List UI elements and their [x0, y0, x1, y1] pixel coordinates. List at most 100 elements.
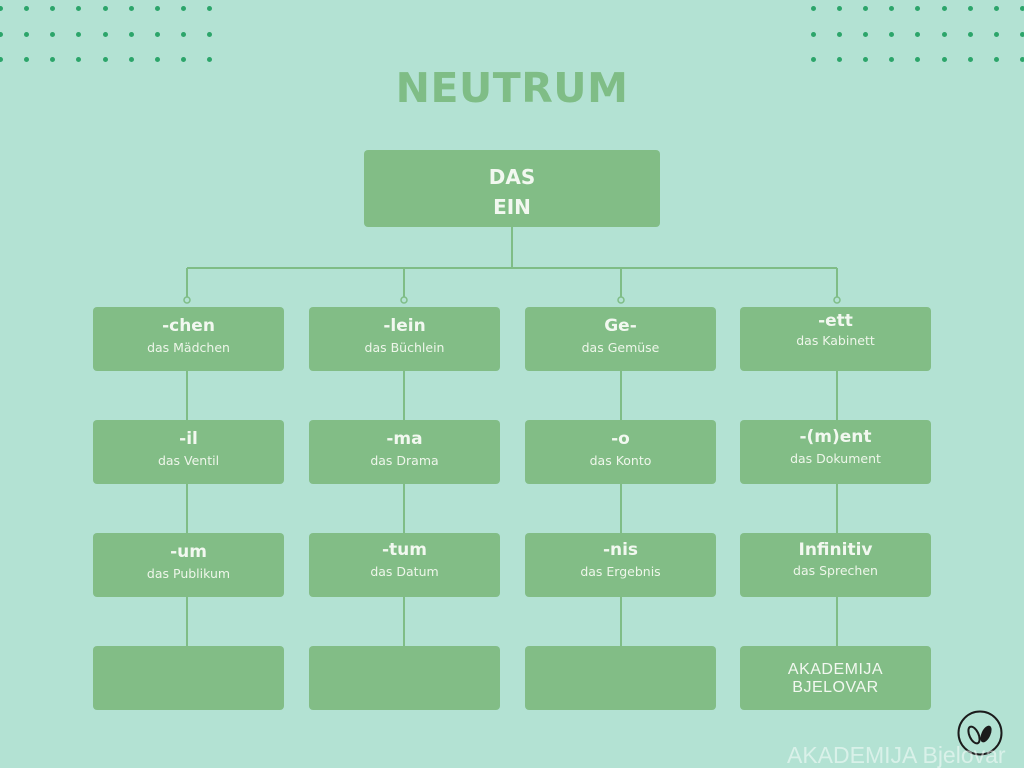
- decorative-dot: [23, 31, 29, 37]
- node-lein: -lein das Büchlein: [309, 307, 500, 371]
- node-suffix: -(m)ent: [799, 427, 872, 447]
- node-suffix: Ge-: [604, 316, 637, 336]
- node-example: das Ergebnis: [580, 564, 661, 579]
- decorative-dot: [1019, 56, 1024, 62]
- brand-line-akademija: AKADEMIJA: [787, 661, 884, 678]
- node-suffix: -ett: [818, 311, 853, 331]
- decorative-dot: [0, 31, 3, 37]
- decorative-dot: [810, 56, 816, 62]
- node-example: das Datum: [370, 564, 439, 579]
- node-nis: -nis das Ergebnis: [525, 533, 716, 597]
- watermark-text: AKADEMIJA Bjelovar: [787, 742, 1006, 768]
- decorative-dot: [888, 56, 894, 62]
- root-line-das: DAS: [488, 165, 536, 189]
- branch-endpoint-circle: [833, 296, 841, 304]
- decorative-dot: [888, 31, 894, 37]
- node-ett: -ett das Kabinett: [740, 307, 931, 371]
- node-suffix: -il: [179, 429, 198, 449]
- node-ge: Ge- das Gemüse: [525, 307, 716, 371]
- root-line-ein: EIN: [493, 195, 531, 219]
- decorative-dot: [75, 31, 81, 37]
- akademija-leaf-logo-icon: [957, 710, 1003, 756]
- node-suffix: -nis: [602, 540, 639, 560]
- node-chen: -chen das Mädchen: [93, 307, 284, 371]
- decorative-dot: [914, 56, 920, 62]
- decorative-dot: [23, 56, 29, 62]
- node-example: das Mädchen: [147, 340, 230, 355]
- node-tum: -tum das Datum: [309, 533, 500, 597]
- node-il: -il das Ventil: [93, 420, 284, 484]
- node-example: das Sprechen: [793, 563, 878, 578]
- decorative-dot: [180, 56, 186, 62]
- decorative-dot: [206, 31, 212, 37]
- decorative-dot: [941, 56, 947, 62]
- node-example: das Konto: [589, 453, 652, 468]
- node-example: das Drama: [370, 453, 439, 468]
- decorative-dot: [810, 5, 816, 11]
- decorative-dot: [128, 5, 134, 11]
- decorative-dot: [993, 5, 999, 11]
- decorative-dot: [102, 31, 108, 37]
- node-brand-akademija-bjelovar: AKADEMIJA BJELOVAR: [740, 646, 931, 710]
- decorative-dot: [180, 31, 186, 37]
- decorative-dot: [102, 56, 108, 62]
- node-suffix: -um: [170, 542, 207, 562]
- decorative-dot: [836, 56, 842, 62]
- node-o: -o das Konto: [525, 420, 716, 484]
- decorative-dot: [888, 5, 894, 11]
- decorative-dot: [154, 31, 160, 37]
- node-empty-col2: [309, 646, 500, 710]
- root-node-das-ein: DAS EIN: [364, 150, 660, 227]
- decorative-dot: [836, 31, 842, 37]
- node-suffix: -tum: [382, 540, 427, 560]
- decorative-dot: [206, 5, 212, 11]
- decorative-dot: [941, 31, 947, 37]
- decorative-dot: [941, 5, 947, 11]
- node-suffix: -lein: [383, 316, 426, 336]
- node-suffix: -chen: [162, 316, 215, 336]
- branch-endpoint-circle: [400, 296, 408, 304]
- branch-endpoint-circle: [183, 296, 191, 304]
- decorative-dot: [914, 31, 920, 37]
- node-suffix: -o: [611, 429, 630, 449]
- decorative-dot: [836, 5, 842, 11]
- decorative-dot: [75, 5, 81, 11]
- decorative-dot: [993, 31, 999, 37]
- decorative-dot: [49, 56, 55, 62]
- decorative-dot: [993, 56, 999, 62]
- node-infinitiv: Infinitiv das Sprechen: [740, 533, 931, 597]
- decorative-dot: [914, 5, 920, 11]
- decorative-dot: [23, 5, 29, 11]
- decorative-dot: [49, 5, 55, 11]
- decorative-dot: [967, 56, 973, 62]
- node-example: das Ventil: [157, 453, 220, 468]
- decorative-dot: [180, 5, 186, 11]
- node-empty-col1: [93, 646, 284, 710]
- page-title: NEUTRUM: [395, 64, 629, 112]
- decorative-dot: [128, 31, 134, 37]
- decorative-dot: [862, 56, 868, 62]
- decorative-dot: [967, 5, 973, 11]
- node-empty-col3: [525, 646, 716, 710]
- node-example: das Kabinett: [796, 333, 875, 348]
- decorative-dot: [810, 31, 816, 37]
- brand-line-bjelovar: BJELOVAR: [792, 679, 879, 696]
- node-um: -um das Publikum: [93, 533, 284, 597]
- decorative-dot: [1019, 5, 1024, 11]
- node-example: das Dokument: [790, 451, 881, 466]
- decorative-dot: [128, 56, 134, 62]
- decorative-dot: [0, 5, 3, 11]
- decorative-dot: [154, 5, 160, 11]
- node-example: das Gemüse: [581, 340, 660, 355]
- decorative-dot: [102, 5, 108, 11]
- decorative-dot: [49, 31, 55, 37]
- decorative-dot: [75, 56, 81, 62]
- node-ma: -ma das Drama: [309, 420, 500, 484]
- decorative-dot: [1019, 31, 1024, 37]
- decorative-dot: [862, 31, 868, 37]
- node-example: das Büchlein: [364, 340, 445, 355]
- branch-endpoint-circle: [617, 296, 625, 304]
- decorative-dot: [154, 56, 160, 62]
- node-suffix: Infinitiv: [798, 540, 873, 560]
